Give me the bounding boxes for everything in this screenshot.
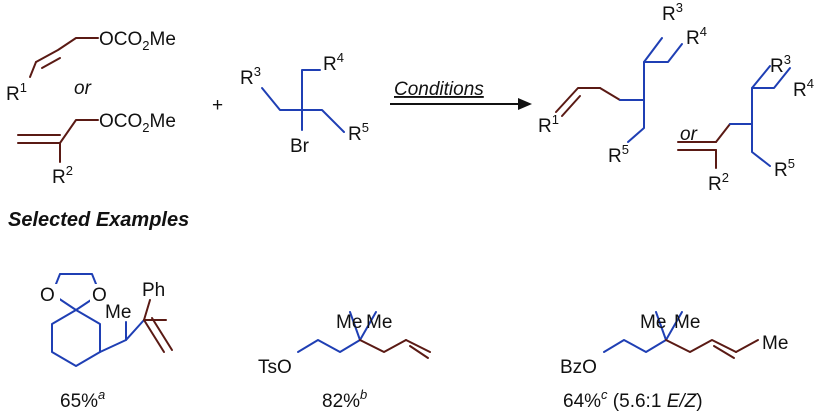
product2-r4-label: R4 [793, 76, 814, 101]
or-label-reactants: or [74, 78, 92, 99]
ex3-me3-bond [735, 339, 759, 353]
bromide-bonds-b [301, 109, 345, 133]
product-r1-label: R1 [538, 112, 559, 137]
carbonate-label: OCO2Me [99, 29, 176, 53]
reactant-branched-allyl-carbonate: OCO2Me R2 [17, 111, 176, 188]
arrowhead [518, 98, 532, 110]
product-allyl-link [599, 87, 621, 101]
product-r4-label: R4 [686, 24, 707, 49]
ex3-double-bond [713, 345, 735, 359]
conditions-label: Conditions [394, 79, 484, 100]
ex3-chain-a [603, 339, 667, 353]
r3-label: R3 [240, 64, 261, 89]
ex2-me2-label: Me [366, 312, 392, 333]
reaction-arrow: Conditions [390, 79, 532, 110]
ex1-me-label: Me [105, 302, 131, 323]
reactant-linear-allyl-carbonate: OCO2Me R1 [6, 29, 176, 105]
product2-r3-label: R3 [770, 52, 791, 77]
ex3-me2-bond [665, 311, 683, 341]
ex3-group-label: BzO [560, 357, 597, 378]
tertiary-bromide: R3 R4 R5 Br [240, 50, 369, 157]
ex2-group-label: TsO [258, 357, 292, 378]
product-allyl-double-bond [561, 95, 581, 117]
r1-label: R1 [6, 80, 27, 105]
product2-link [715, 123, 731, 143]
product-branched: R2 R3 R4 R5 [677, 52, 814, 195]
cyclohexane-ring [51, 309, 101, 367]
ex1-ph-bond [143, 299, 151, 321]
ex3-me3-label: Me [762, 333, 788, 354]
example-3-yield: 64%c (5.6:1 E/Z) [563, 387, 703, 412]
product-r3-label: R3 [662, 0, 683, 25]
product2-quat-bonds-c [751, 123, 771, 167]
ex2-me1-bond [349, 311, 361, 341]
product2-quat-bonds-a [729, 65, 771, 125]
product-allyl-chain [555, 87, 601, 113]
product2-r2-label: R2 [708, 170, 729, 195]
o1-label: O [40, 285, 55, 306]
ex2-vinyl-2 [409, 345, 429, 359]
o2-mask [90, 284, 110, 304]
product-r5-label: R5 [608, 142, 629, 167]
ex3-me1-bond [655, 311, 667, 341]
example-3-structure: BzO Me Me Me [560, 311, 788, 378]
br-label: Br [290, 136, 310, 157]
ex2-me1-label: Me [336, 312, 362, 333]
ex2-vinyl-1 [405, 339, 431, 353]
o1-mask [40, 284, 60, 304]
allyl-chain-bond [35, 37, 99, 63]
product2-r5-label: R5 [774, 156, 795, 181]
o2-label: O [92, 285, 107, 306]
section-title: Selected Examples [8, 209, 189, 231]
ex2-me2-bond [359, 311, 377, 341]
ex1-methylene-1 [143, 319, 165, 353]
ex3-me1-label: Me [640, 312, 666, 333]
example-2-structure: TsO Me Me [258, 311, 431, 378]
example-1-yield: 65%a [60, 387, 105, 412]
ex2-allyl [359, 339, 407, 353]
r5-label: R5 [348, 120, 369, 145]
r4-label: R4 [323, 50, 344, 75]
r1-bond [29, 61, 37, 78]
plus-sign: + [212, 95, 223, 116]
ex1-methylene-2 [151, 317, 173, 351]
allyl-double-bond [41, 57, 61, 69]
branch-chain-bond [59, 119, 99, 144]
carbonate-label-2: OCO2Me [99, 111, 176, 135]
example-1-structure: O O Me Ph [40, 273, 173, 367]
ex3-me2-label: Me [674, 312, 700, 333]
product-quat-bonds-b [643, 43, 683, 63]
bromide-bonds-a [261, 69, 321, 111]
ex1-side-chain-a [99, 319, 145, 353]
product-quat-bonds-c [627, 99, 645, 143]
product-linear: R1 R3 R4 R5 [538, 0, 707, 167]
ex3-allyl [665, 339, 737, 353]
ex1-ph-label: Ph [142, 280, 165, 301]
product-quat-bonds-a [619, 37, 663, 101]
example-2-yield: 82%b [322, 387, 367, 412]
ex2-chain-a [297, 339, 361, 353]
or-label-products: or [680, 124, 698, 145]
product2-quat-bonds-b [751, 67, 791, 89]
r2-label: R2 [52, 163, 73, 188]
